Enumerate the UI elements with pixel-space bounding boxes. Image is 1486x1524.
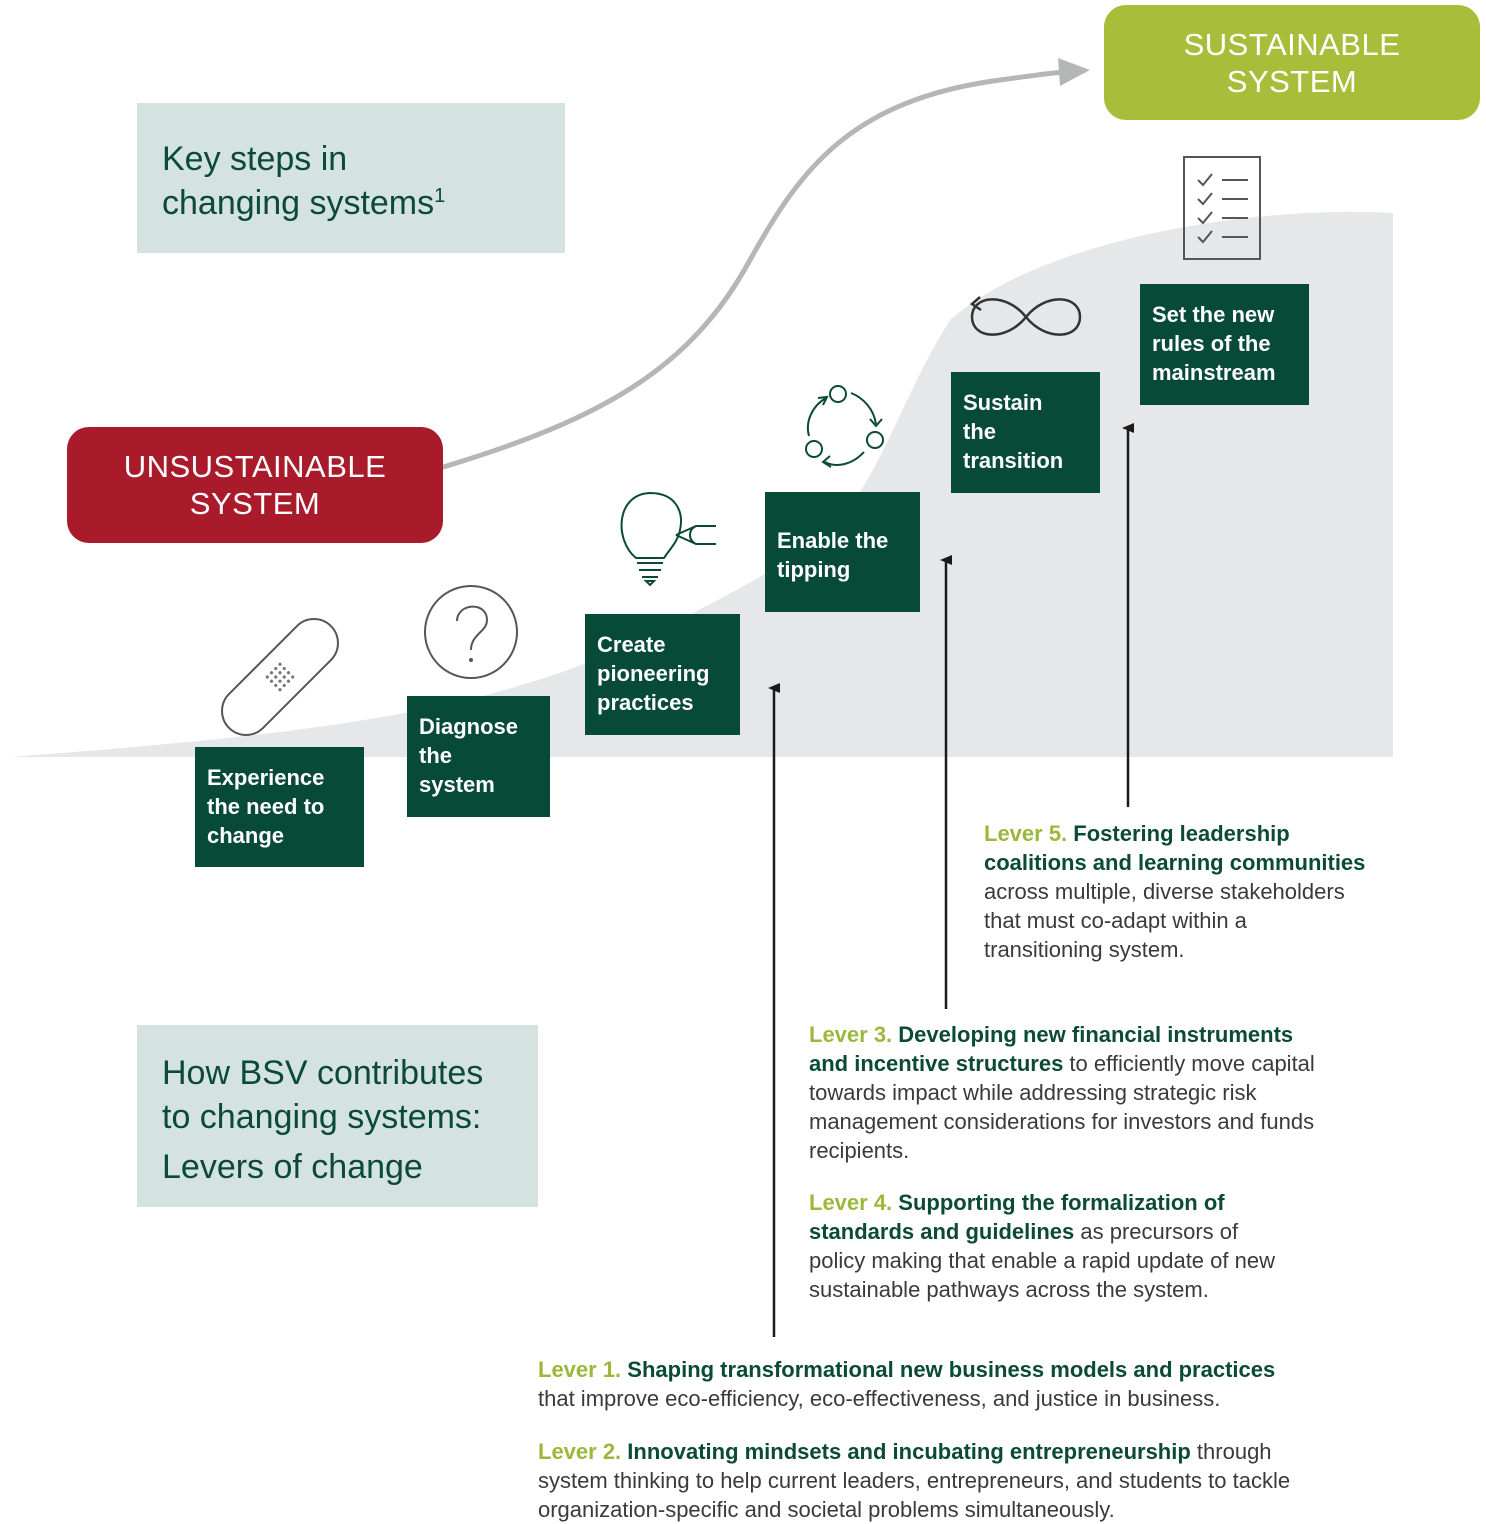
lever-4-body-2: sustainable pathways across the system. <box>809 1277 1209 1302</box>
lever-1-label: Lever 1. <box>538 1357 622 1382</box>
step-line: tipping <box>777 557 851 582</box>
sustainable-line-2: SYSTEM <box>1226 63 1358 99</box>
lever-4-head-2: standards and guidelines <box>809 1219 1075 1244</box>
lever-3-head-2: and incentive structures <box>809 1051 1064 1076</box>
step-line: the need to <box>207 794 325 819</box>
lever-3-body-1: towards impact while addressing strategi… <box>809 1080 1257 1105</box>
lever-5-body-2: that must co-adapt within a <box>984 908 1247 933</box>
sustainable-line-1: SUSTAINABLE <box>1183 26 1401 62</box>
lever-3-body-2: management considerations for investors … <box>809 1109 1315 1134</box>
lever-4-text: Lever 4. Supporting the formalization of… <box>809 1188 1275 1304</box>
step-line: Set the new <box>1152 302 1275 327</box>
step-line: rules of the <box>1152 331 1271 356</box>
step-line: the <box>419 743 452 768</box>
step-set-new-rules: Set the new rules of the mainstream <box>1140 284 1309 405</box>
key-steps-title-box: Key steps in changing systems1 <box>137 103 565 253</box>
step-line: Create <box>597 632 666 657</box>
checklist-icon <box>1183 156 1261 260</box>
footnote-marker: 1 <box>434 185 446 207</box>
step-line: change <box>207 823 285 848</box>
lever-4-line-2: standards and guidelines as precursors o… <box>809 1217 1275 1246</box>
title-line-2: changing systems1 <box>162 181 565 225</box>
step-line: transition <box>963 448 1064 473</box>
step-enable-tipping: Enable the tipping <box>765 492 920 612</box>
step-create-pioneering: Create pioneering practices <box>585 614 740 735</box>
bsv-levers-box: How BSV contributes to changing systems:… <box>137 1025 538 1207</box>
lever-4-head-1: Supporting the formalization of <box>898 1190 1225 1215</box>
lever-3-line-1: Lever 3. Developing new financial instru… <box>809 1020 1315 1049</box>
lever-3-line-2: and incentive structures to efficiently … <box>809 1049 1315 1078</box>
lever-2-tail-1: through <box>1190 1439 1272 1464</box>
step-sustain-transition: Sustain the transition <box>951 372 1100 493</box>
lightbulb-icon <box>620 491 716 587</box>
transition-arrow <box>439 69 1066 471</box>
lever-1-head-1: Shaping transformational new business mo… <box>627 1357 1276 1382</box>
lever-1-text: Lever 1. Shaping transformational new bu… <box>538 1355 1275 1413</box>
lever-4-tail-2: as precursors of <box>1074 1219 1239 1244</box>
lever-5-text: Lever 5. Fostering leadership coalitions… <box>984 819 1365 964</box>
lever-3-body-3: recipients. <box>809 1138 910 1163</box>
lever-5-body-3: transitioning system. <box>984 937 1185 962</box>
step-line: Diagnose <box>419 714 519 739</box>
sustainable-system-pill: SUSTAINABLE SYSTEM <box>1104 5 1480 120</box>
infinity-icon <box>969 296 1082 336</box>
lever-3-tail-2: to efficiently move capital <box>1063 1051 1315 1076</box>
step-line: Sustain <box>963 390 1043 415</box>
question-icon <box>424 585 518 679</box>
lever-2-body-2: organization-specific and societal probl… <box>538 1497 1115 1522</box>
lever-5-body-1: across multiple, diverse stakeholders <box>984 879 1345 904</box>
title-line-1: Key steps in <box>162 140 348 178</box>
lever-4-body-1: policy making that enable a rapid update… <box>809 1248 1275 1273</box>
cycle-icon <box>805 385 884 468</box>
lever-4-line-1: Lever 4. Supporting the formalization of <box>809 1188 1275 1217</box>
title-line-2-text: changing systems <box>162 184 435 222</box>
lever-3-head-1: Developing new financial instruments <box>898 1022 1294 1047</box>
step-line: Experience <box>207 765 325 790</box>
lever-5-head-2: coalitions and learning communities <box>984 850 1366 875</box>
lever-2-text: Lever 2. Innovating mindsets and incubat… <box>538 1437 1290 1524</box>
lever-3-label: Lever 3. <box>809 1022 893 1047</box>
lever-5-label: Lever 5. <box>984 821 1068 846</box>
unsustainable-line-1: UNSUSTAINABLE <box>123 449 387 484</box>
unsustainable-line-2: SYSTEM <box>189 486 321 521</box>
lever-1-body-1: that improve eco-efficiency, eco-effecti… <box>538 1386 1221 1411</box>
step-line: the <box>963 419 996 444</box>
step-line: practices <box>597 690 694 715</box>
unsustainable-system-pill: UNSUSTAINABLE SYSTEM <box>67 427 443 543</box>
step-line: Enable the <box>777 528 889 553</box>
bsv-line-1: How BSV contributes <box>162 1054 484 1092</box>
step-line: pioneering <box>597 661 710 686</box>
transition-arrowhead <box>1058 58 1090 86</box>
step-line: mainstream <box>1152 360 1276 385</box>
bsv-line-2: to changing systems: <box>162 1098 482 1136</box>
lever-2-line-1: Lever 2. Innovating mindsets and incubat… <box>538 1437 1290 1466</box>
s-curve-area <box>10 211 1393 757</box>
lever-5-head-1: Fostering leadership <box>1073 821 1290 846</box>
bsv-line-3: Levers of change <box>162 1148 423 1186</box>
lever-5-line-1: Lever 5. Fostering leadership <box>984 819 1365 848</box>
lever-3-text: Lever 3. Developing new financial instru… <box>809 1020 1315 1165</box>
step-line: system <box>419 772 495 797</box>
lever-4-label: Lever 4. <box>809 1190 893 1215</box>
bandage-icon <box>221 618 339 736</box>
lever-2-head-1: Innovating mindsets and incubating entre… <box>627 1439 1191 1464</box>
step-experience-need: Experience the need to change <box>195 747 364 867</box>
step-diagnose-system: Diagnose the system <box>407 696 550 817</box>
lever-1-line-1: Lever 1. Shaping transformational new bu… <box>538 1355 1275 1384</box>
lever-2-label: Lever 2. <box>538 1439 622 1464</box>
lever-2-body-1: system thinking to help current leaders,… <box>538 1468 1291 1493</box>
